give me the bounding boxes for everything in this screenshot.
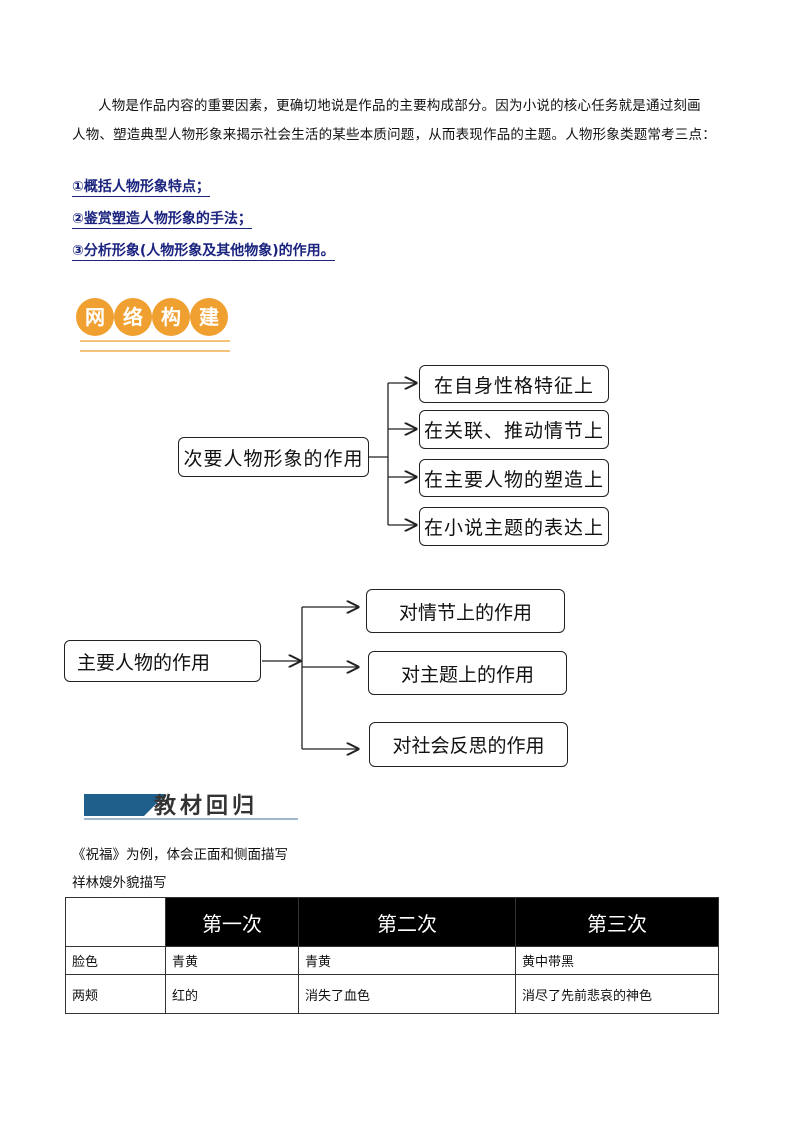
table-cell: 黄中带黑 (515, 946, 719, 975)
intro-paragraph: 人物是作品内容的重要因素，更确切地说是作品的主要构成部分。因为小说的核心任务就是… (72, 92, 732, 150)
table-row: 脸色 青黄 青黄 黄中带黑 (65, 946, 719, 975)
intro-line-2: 人物、塑造典型人物形象来揭示社会生活的某些本质问题，从而表现作品的主题。人物形象… (72, 127, 716, 143)
note-appearance: 祥林嫂外貌描写 (72, 875, 167, 891)
banner-char: 建 (190, 298, 228, 336)
d1-root-box: 次要人物形象的作用 (178, 437, 369, 477)
d2-root-box: 主要人物的作用 (64, 640, 261, 682)
section-title: 教材回归 (154, 794, 259, 819)
table-cell: 消失了血色 (298, 974, 516, 1014)
table-cell: 红的 (165, 974, 299, 1014)
table-cell: 脸色 (65, 946, 166, 975)
table-header-row: 第一次 第二次 第三次 (65, 897, 719, 947)
table-cell: 青黄 (298, 946, 516, 975)
d1-branch-box: 在小说主题的表达上 (419, 507, 609, 546)
d1-branch-box: 在主要人物的塑造上 (419, 459, 609, 497)
point-1: ①概括人物形象特点； (72, 179, 210, 197)
table-row: 两颊 红的 消失了血色 消尽了先前悲哀的神色 (65, 974, 719, 1014)
table-cell: 青黄 (165, 946, 299, 975)
intro-line-1: 人物是作品内容的重要因素，更确切地说是作品的主要构成部分。因为小说的核心任务就是… (98, 98, 701, 114)
d1-branch-box: 在关联、推动情节上 (419, 410, 609, 449)
table-cell: 消尽了先前悲哀的神色 (515, 974, 719, 1014)
banner-underline (80, 340, 230, 352)
section-bar (84, 794, 144, 816)
d2-branch-box: 对主题上的作用 (368, 651, 567, 695)
banner-char: 构 (152, 298, 190, 336)
point-3: ③分析形象(人物形象及其他物象)的作用。 (72, 243, 335, 261)
banner-char: 络 (114, 298, 152, 336)
d1-branch-box: 在自身性格特征上 (419, 365, 609, 403)
table-header: 第三次 (515, 897, 719, 947)
table-cell: 两颊 (65, 974, 166, 1014)
network-banner: 网 络 构 建 (76, 298, 236, 352)
table-header: 第一次 (165, 897, 299, 947)
d2-branch-box: 对情节上的作用 (366, 589, 565, 633)
exam-points: ①概括人物形象特点； ②鉴赏塑造人物形象的手法； ③分析形象(人物形象及其他物象… (72, 176, 335, 272)
table-header (65, 897, 166, 947)
section-textbook-review: 教材回归 (84, 788, 304, 824)
appearance-table: 第一次 第二次 第三次 脸色 青黄 青黄 黄中带黑 两颊 红的 消失了血色 消尽… (65, 897, 719, 1014)
d2-branch-box: 对社会反思的作用 (369, 722, 568, 767)
banner-char: 网 (76, 298, 114, 336)
note-example: 《祝福》为例，体会正面和侧面描写 (72, 847, 288, 863)
point-2: ②鉴赏塑造人物形象的手法； (72, 211, 252, 229)
table-header: 第二次 (298, 897, 516, 947)
